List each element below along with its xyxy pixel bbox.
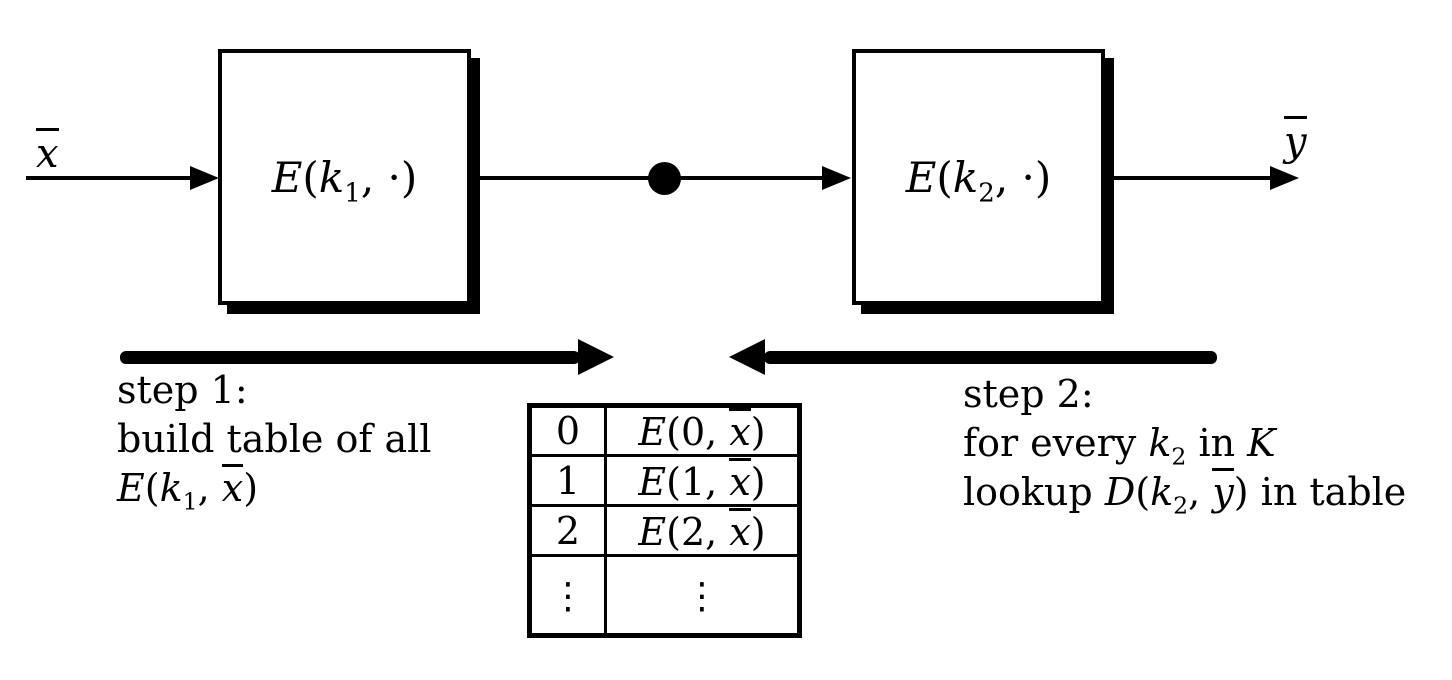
step1-arrowhead [578,339,614,375]
input-arrow-line [26,176,192,180]
output-label: y [1284,116,1307,165]
input-arrowhead [190,166,219,190]
output-arrowhead [1270,166,1299,190]
output-arrow-line [1114,176,1272,180]
step2-arrow-shaft [764,351,1217,364]
table-cell-key: ⋮ [528,554,607,637]
table-cell-value: E(2, x) [604,504,801,557]
intermediate-value-dot [648,162,681,195]
step1-caption-line3: E(k1, x) [117,464,259,516]
step1-caption-line1: step 1: [117,368,248,412]
step2-arrowhead [729,339,765,375]
step2-caption-line1: step 2: [963,372,1094,416]
table-cell-key: 1 [528,454,607,507]
step2-caption: step 2: for every k2 in K lookup D(k2, y… [963,370,1406,517]
encryption-box-2-label: E(k2, ·) [905,152,1052,208]
input-label: x [36,128,59,177]
step2-caption-line2: for every k2 in K [963,421,1277,471]
encryption-box-2: E(k2, ·) [852,49,1105,305]
step1-caption: step 1: build table of all E(k1, x) [117,366,431,513]
step1-caption-line2: build table of all [117,417,432,461]
table-cell-value: E(1, x) [604,454,801,507]
encryption-box-1-label: E(k1, ·) [271,152,418,208]
table-cell-key: 0 [528,404,607,457]
table-cell-key: 2 [528,504,607,557]
table-row: ⋮⋮ [528,554,801,637]
table-cell-value: E(0, x) [604,404,801,457]
encryption-box-1: E(k1, ·) [218,49,471,305]
table-cell-value: ⋮ [604,554,801,637]
step1-arrow-shaft [120,351,580,364]
step2-caption-line3: lookup D(k2, y) in table [963,468,1407,520]
middle-arrowhead [822,166,851,190]
